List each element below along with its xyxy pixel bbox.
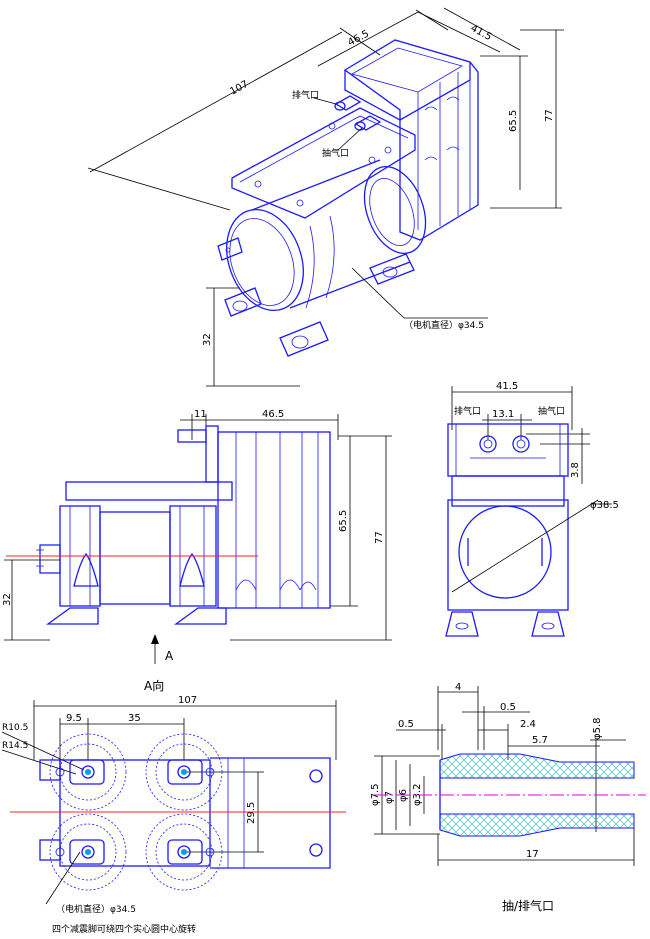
bottom-note: 四个减震脚可绕四个实心圆中心旋转 xyxy=(52,923,196,935)
dim-4-nozzle: 4 xyxy=(455,682,461,693)
label-motor-iso: （电机直径）φ34.5 xyxy=(404,319,484,331)
nozzle-caption: 抽/排气口 xyxy=(502,898,554,913)
label-exhaust-iso: 排气口 xyxy=(292,89,319,101)
dim-2-4-nozzle: 2.4 xyxy=(520,719,536,730)
label-exhaust-end: 排气口 xyxy=(454,405,481,417)
dim-9-5-bottom: 9.5 xyxy=(66,713,82,724)
label-motor-bottom: （电机直径）φ34.5 xyxy=(56,903,136,915)
dim-107-bottom: 107 xyxy=(178,695,197,706)
dim-7-nozzle: φ7 xyxy=(384,791,395,804)
dim-3-2-nozzle: φ3.2 xyxy=(412,784,423,807)
dim-32-iso: 32 xyxy=(202,333,213,346)
dim-77-side: 77 xyxy=(374,531,385,544)
dim-38-5-end: φ38.5 xyxy=(590,500,619,511)
r10-5-label: R10.5 xyxy=(2,723,28,733)
side-view: 11 46.5 65.5 77 32 A xyxy=(2,409,392,664)
dim-46-5-side: 46.5 xyxy=(262,409,284,420)
label-intake-end: 抽气口 xyxy=(538,405,565,417)
label-intake-iso: 抽气口 xyxy=(322,147,349,159)
r14-5-label: R14.5 xyxy=(2,741,28,751)
dim-3-8-end: 3.8 xyxy=(570,462,581,478)
dim-5-7-nozzle: 5.7 xyxy=(532,735,548,746)
label-a: A xyxy=(165,649,174,663)
dim-0-5a-nozzle: 0.5 xyxy=(398,719,414,730)
bottom-view: A向 107 9.5 35 29.5 R10.5 R14.5 xyxy=(1,678,346,935)
dim-107-iso: 107 xyxy=(228,79,250,98)
end-view: 41.5 13.1 排气口 抽气口 3.8 φ38.5 xyxy=(445,381,619,637)
dim-29-5-bottom: 29.5 xyxy=(246,802,257,824)
dim-77-iso: 77 xyxy=(544,109,555,122)
dim-17-nozzle: 17 xyxy=(526,849,539,860)
nozzle-view: 4 0.5 0.5 2.4 5.7 φ5.8 φ7.5 φ7 φ6 φ3.2 xyxy=(370,682,646,913)
dim-11-side: 11 xyxy=(194,409,207,420)
a-view-title: A向 xyxy=(144,678,164,693)
dim-32-side: 32 xyxy=(2,593,13,606)
isometric-view: 107 46.5 41.5 65.5 77 32 排气口 抽气口 xyxy=(87,7,564,387)
dim-0-5b-nozzle: 0.5 xyxy=(500,702,516,713)
dim-5-8-nozzle: φ5.8 xyxy=(592,718,603,741)
dim-46-5-iso: 46.5 xyxy=(346,28,371,48)
dim-35-bottom: 35 xyxy=(128,713,141,724)
dim-41-5-end: 41.5 xyxy=(496,381,518,392)
dim-41-5-iso: 41.5 xyxy=(469,23,494,43)
dim-13-1-end: 13.1 xyxy=(492,409,514,420)
dim-65-5-iso: 65.5 xyxy=(508,110,519,132)
dim-6-nozzle: φ6 xyxy=(398,789,409,802)
dim-65-5-side: 65.5 xyxy=(338,510,349,532)
